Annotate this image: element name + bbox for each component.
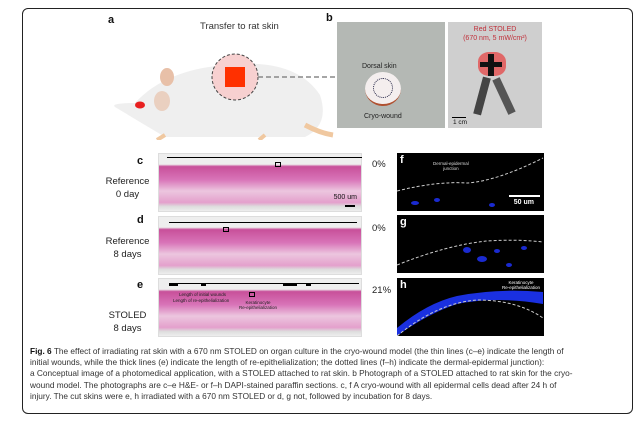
annotation-line: Keratinocyte <box>508 280 534 285</box>
condition-name: STOLED <box>108 310 147 321</box>
caption-text: The effect of irradiating rat skin with … <box>51 346 564 356</box>
condition-name: Reference <box>105 176 150 187</box>
percent-c: 0% <box>372 159 386 170</box>
panel-g-label: g <box>400 216 407 228</box>
caption-line-1: Fig. 6 The effect of irradiating rat ski… <box>30 346 630 357</box>
panel-e-label: e <box>137 279 144 291</box>
condition-name: Reference <box>105 236 150 247</box>
stoled-title: Red STOLED <box>473 26 517 33</box>
cryo-wound-label: Cryo-wound <box>364 113 402 120</box>
panel-c-label: c <box>137 155 144 167</box>
stoled-device <box>225 67 245 87</box>
percent-e: 21% <box>372 285 392 296</box>
caption-line-3: a Conceptual image of a photomedical app… <box>30 368 573 379</box>
panel-f-label: f <box>400 154 404 166</box>
condition-time: 8 days <box>113 323 142 334</box>
he-section-e: Length of initial wounds Length of re-ep… <box>158 278 362 337</box>
caption-line-2: initial wounds, while the thick lines (e… <box>30 357 545 368</box>
panel-a-label: a <box>108 14 115 26</box>
panel-c-condition: Reference 0 day <box>100 175 155 201</box>
panel-b-label: b <box>326 12 333 24</box>
dapi-section-g: g <box>397 215 544 273</box>
annotation-re-epithelialization: Length of re-epithelialization <box>173 298 230 303</box>
panel-a-title: Transfer to rat skin <box>200 21 279 32</box>
rat-eye <box>135 101 145 109</box>
panel-d-label: d <box>137 214 144 226</box>
annotation-initial-wounds: Length of initial wounds <box>179 292 227 297</box>
panel-d-condition: Reference 8 days <box>100 235 155 261</box>
percent-d: 0% <box>372 223 386 234</box>
annotation-line: Dermal-epidermal <box>433 161 469 166</box>
scale-bar-1cm: 1 cm <box>453 119 468 126</box>
scale-bar-50um: 50 um <box>513 199 534 206</box>
annotation-line: Re-epithelialization <box>239 305 278 310</box>
annotation-line: junction <box>443 166 459 171</box>
dorsal-skin-label: Dorsal skin <box>362 63 397 70</box>
he-section-c: 500 um <box>158 153 362 212</box>
stoled-spec: (670 nm, 5 mW/cm²) <box>463 35 527 42</box>
he-section-d <box>158 216 362 275</box>
annotation-line: Keratinocyte <box>245 300 271 305</box>
caption-line-5: injury. The cut skins were e, h irradiat… <box>30 390 433 401</box>
rat-illustration <box>114 53 335 140</box>
condition-time: 0 day <box>115 189 140 200</box>
caption-line-4: wound model. The photographs are c–e H&E… <box>30 379 557 390</box>
panel-e-condition: STOLED 8 days <box>100 309 155 335</box>
panel-h-label: h <box>400 279 407 291</box>
figure-caption: Fig. 6 The effect of irradiating rat ski… <box>30 346 630 402</box>
stoled-photo: Red STOLED (670 nm, 5 mW/cm²) 1 cm <box>448 22 542 128</box>
scale-bar-500um: 500 um <box>333 194 357 201</box>
condition-time: 8 days <box>113 249 142 260</box>
dorsal-skin-photo: Dorsal skin Cryo-wound <box>337 22 445 128</box>
annotation-line: Re-epithelialization <box>501 285 540 290</box>
figure-frame <box>22 8 633 414</box>
figure-number: Fig. 6 <box>30 346 52 356</box>
